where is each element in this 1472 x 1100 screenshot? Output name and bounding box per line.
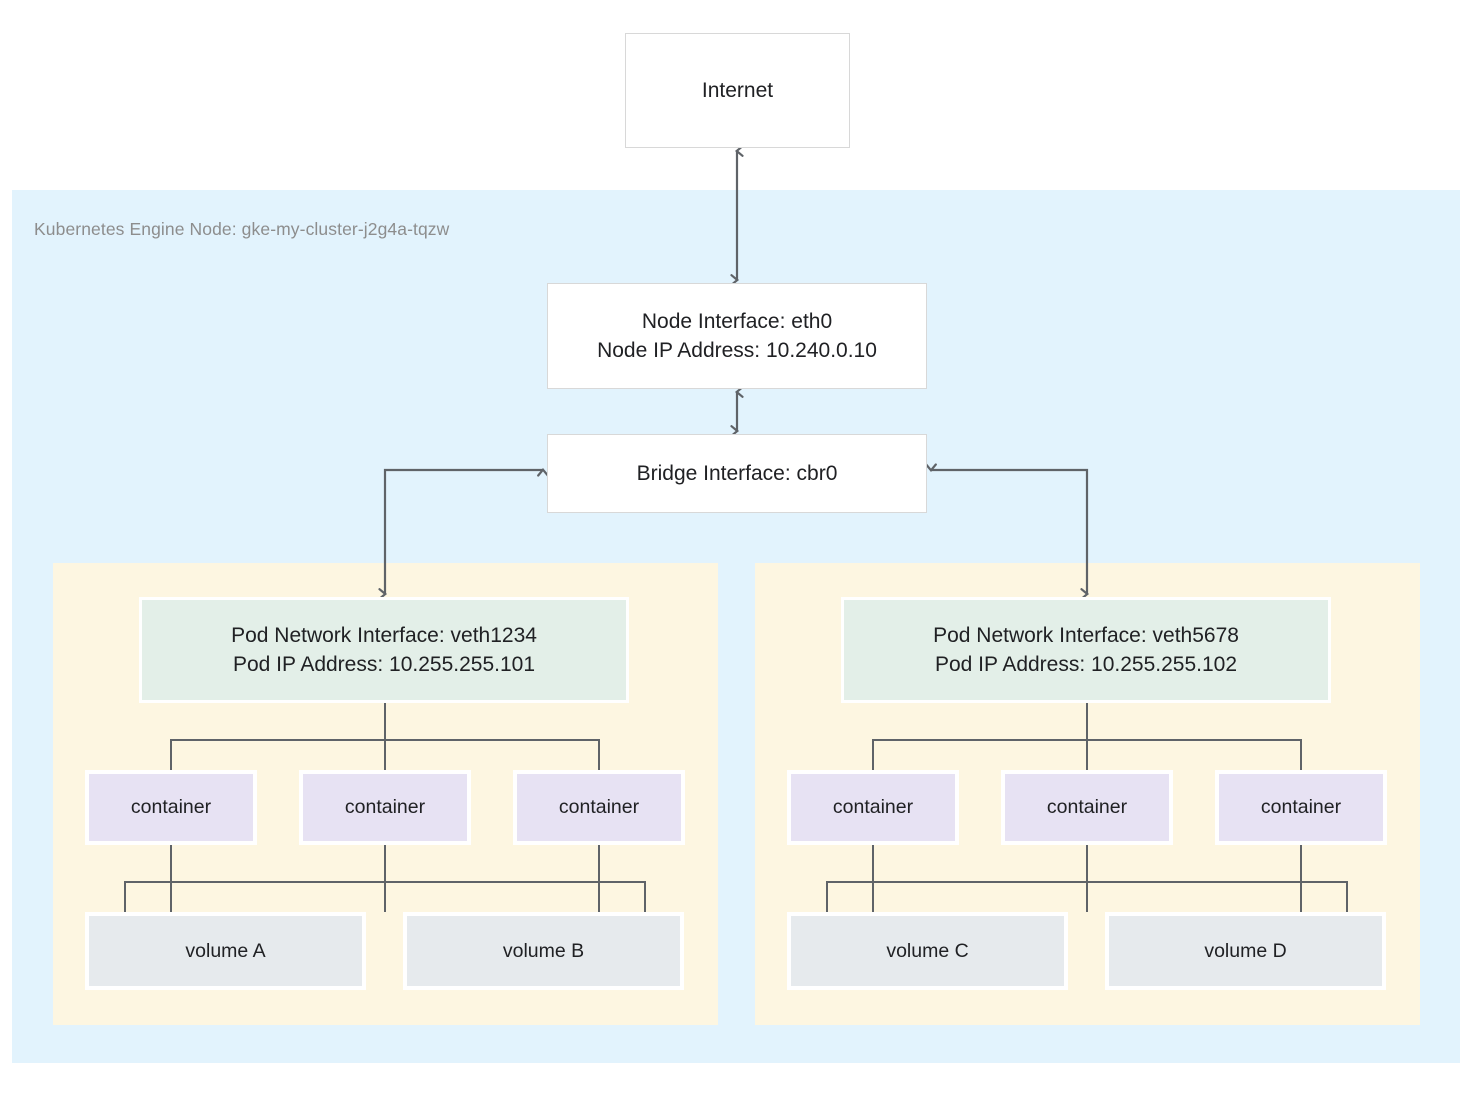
pod-network-interface-box-1[interactable]: Pod Network Interface: veth1234 Pod IP A… xyxy=(139,597,629,703)
volume-label: volume D xyxy=(1204,939,1287,962)
pod-ip-address-2: Pod IP Address: 10.255.255.102 xyxy=(934,653,1238,676)
node-interface-box[interactable]: Node Interface: eth0 Node IP Address: 10… xyxy=(547,283,927,389)
container-label: container xyxy=(130,796,212,818)
container-label: container xyxy=(1046,796,1128,818)
container-box[interactable]: container xyxy=(1215,770,1387,845)
volume-label: volume C xyxy=(886,939,969,962)
volume-box[interactable]: volume D xyxy=(1105,912,1386,990)
node-ip-address: Node IP Address: 10.240.0.10 xyxy=(597,339,877,362)
container-box[interactable]: container xyxy=(299,770,471,845)
pod-interface-name-1: Pod Network Interface: veth1234 xyxy=(231,624,537,647)
internet-box[interactable]: Internet xyxy=(625,33,850,148)
volume-label: volume B xyxy=(502,939,585,962)
container-label: container xyxy=(344,796,426,818)
pod-ip-address-1: Pod IP Address: 10.255.255.101 xyxy=(232,653,536,676)
volume-box[interactable]: volume C xyxy=(787,912,1068,990)
container-label: container xyxy=(1260,796,1342,818)
volume-box[interactable]: volume B xyxy=(403,912,684,990)
container-box[interactable]: container xyxy=(787,770,959,845)
bridge-interface-label: Bridge Interface: cbr0 xyxy=(636,461,838,485)
pod-interface-name-2: Pod Network Interface: veth5678 xyxy=(933,624,1239,647)
kubernetes-node-region-label: Kubernetes Engine Node: gke-my-cluster-j… xyxy=(34,219,450,239)
container-label: container xyxy=(832,796,914,818)
container-label: container xyxy=(558,796,640,818)
bridge-interface-box[interactable]: Bridge Interface: cbr0 xyxy=(547,434,927,513)
container-box[interactable]: container xyxy=(1001,770,1173,845)
container-box[interactable]: container xyxy=(513,770,685,845)
volume-label: volume A xyxy=(185,939,266,962)
node-interface-name: Node Interface: eth0 xyxy=(641,310,833,333)
volume-box[interactable]: volume A xyxy=(85,912,366,990)
internet-label: Internet xyxy=(701,78,774,102)
container-box[interactable]: container xyxy=(85,770,257,845)
pod-network-interface-box-2[interactable]: Pod Network Interface: veth5678 Pod IP A… xyxy=(841,597,1331,703)
